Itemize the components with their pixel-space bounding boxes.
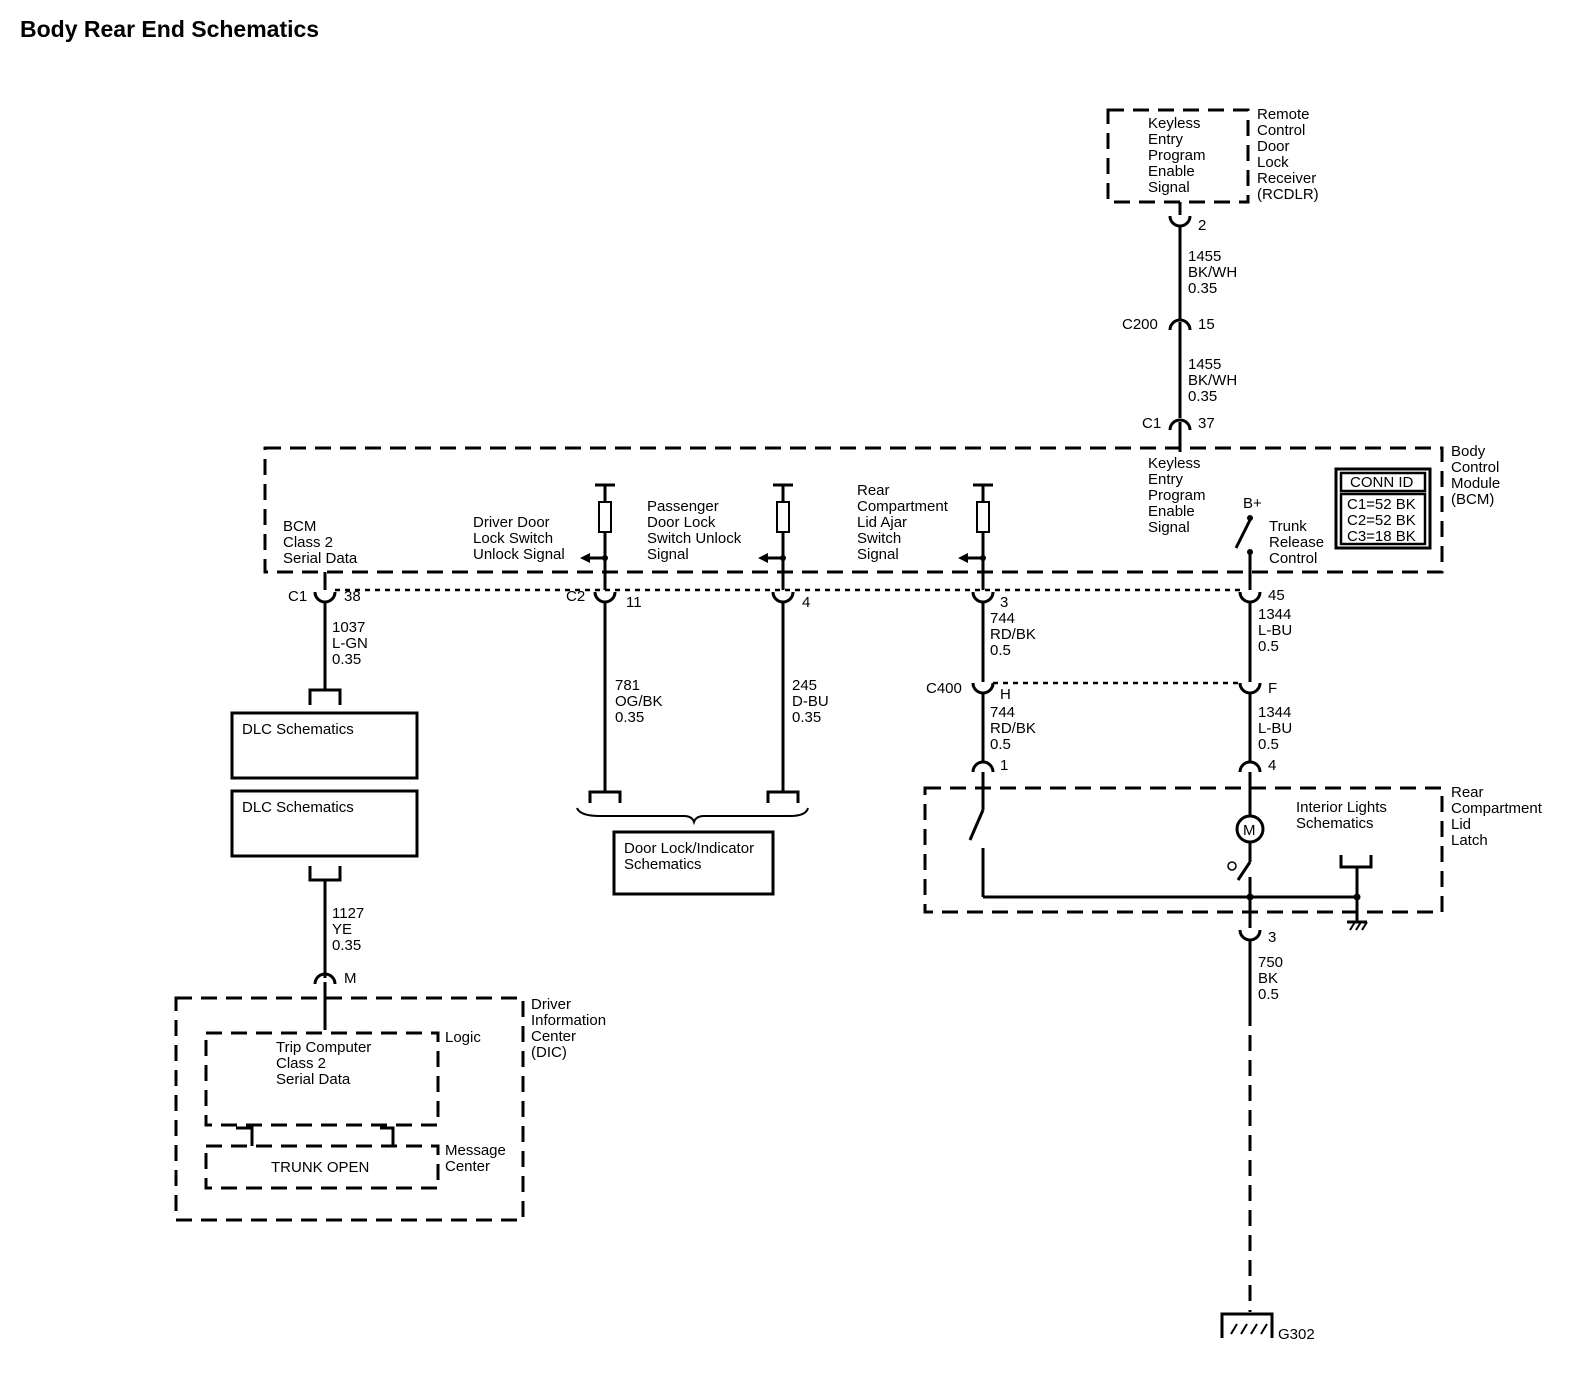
rcdlr-name-label: Remote Control Door Lock Receiver (RCDLR… <box>1257 106 1320 203</box>
wire-245-label: 245 D-BU 0.35 <box>792 677 833 726</box>
c200-pin-label: 15 <box>1198 316 1215 333</box>
bcm-pin-4 <box>771 591 795 604</box>
dlc-schematics-label-2: DLC Schematics <box>242 799 354 816</box>
dlc-schematics-box-1 <box>230 711 419 780</box>
door-lock-connector-right <box>766 790 800 803</box>
door-lock-connector-left <box>588 790 622 803</box>
bcm-pin-37-label: 37 <box>1198 415 1215 432</box>
interior-lights-stub <box>1339 855 1373 931</box>
bcm-pin-3-label: 3 <box>1000 594 1008 611</box>
door-lock-brace <box>576 807 809 826</box>
driver-unlock-label: Driver Door Lock Switch Unlock Signal <box>473 514 565 563</box>
rear-ajar-label: Rear Compartment Lid Ajar Switch Signal <box>857 482 952 563</box>
rcdlr-inner-label: Keyless Entry Program Enable Signal <box>1148 115 1210 196</box>
latch-pin-4 <box>1238 760 1262 773</box>
bcm-pin-11 <box>593 591 617 604</box>
dic-link-right <box>380 1126 395 1146</box>
wire-1455-top-label: 1455 BK/WH 0.35 <box>1188 248 1241 297</box>
release-switch <box>1227 842 1252 897</box>
dlc-connector-top <box>308 688 342 705</box>
rcdlr-pin-2 <box>1168 215 1192 228</box>
latch-pin-1-label: 1 <box>1000 757 1008 774</box>
message-center-label: Message Center <box>445 1142 510 1175</box>
c400-h-label: H <box>1000 686 1011 703</box>
page-title: Body Rear End Schematics <box>20 16 320 42</box>
message-center-box <box>204 1144 440 1190</box>
lid-ajar-switch <box>968 772 985 897</box>
c200-label: C200 <box>1122 316 1158 333</box>
passenger-unlock-label: Passenger Door Lock Switch Unlock Signal <box>647 498 745 563</box>
bcm-pin-38 <box>313 591 337 604</box>
conn-id-rows: C1=52 BK C2=52 BK C3=18 BK <box>1347 496 1420 545</box>
rear-ajar-pullup-resistor <box>958 483 993 590</box>
wire-1127-label: 1127 YE 0.35 <box>332 905 368 954</box>
dlc-connector-bottom <box>308 866 342 882</box>
wire-1344-lower-label: 1344 L-BU 0.5 <box>1258 704 1296 753</box>
wire-1455-bottom-label: 1455 BK/WH 0.35 <box>1188 356 1241 405</box>
latch-pin-3-label: 3 <box>1268 929 1276 946</box>
c400-pin-f <box>1238 682 1262 695</box>
wire-750-label: 750 BK 0.5 <box>1258 954 1287 1003</box>
dic-pin-m <box>313 972 337 985</box>
rear-lid-latch-box <box>923 786 1444 914</box>
bcm-name-label: Body Control Module (BCM) <box>1451 443 1504 508</box>
ground-g302-icon <box>1220 1312 1274 1338</box>
bcm-pin-3 <box>971 591 995 604</box>
bcm-c1-label: C1 <box>288 588 307 605</box>
bcm-keyless-label: Keyless Entry Program Enable Signal <box>1148 455 1210 536</box>
dlc-schematics-box-2 <box>230 789 419 858</box>
bcm-c1-37-connector <box>1168 418 1192 431</box>
conn-id-table <box>1334 467 1432 550</box>
wire-781-label: 781 OG/BK 0.35 <box>615 677 667 726</box>
latch-pin-1 <box>971 760 995 773</box>
rcdlr-box <box>1106 108 1250 204</box>
rcdlr-pin-label: 2 <box>1198 217 1206 234</box>
wire-1037-label: 1037 L-GN 0.35 <box>332 619 372 668</box>
driver-pullup-resistor <box>580 483 615 590</box>
bcm-pin-11-label: 11 <box>626 594 642 611</box>
c200-connector <box>1168 318 1192 331</box>
dic-link-left <box>236 1126 254 1146</box>
dic-box <box>174 996 525 1222</box>
rear-lid-latch-label: Rear Compartment Lid Latch <box>1451 784 1546 849</box>
c400-label: C400 <box>926 680 962 697</box>
wire-1344-upper-label: 1344 L-BU 0.5 <box>1258 606 1296 655</box>
logic-label: Logic <box>445 1029 481 1046</box>
bcm-c1-top-label: C1 <box>1142 415 1161 432</box>
bcm-pin-45-label: 45 <box>1268 587 1285 604</box>
bcm-box <box>263 446 1444 574</box>
trunk-release-switch <box>1234 515 1253 590</box>
trip-computer-label: Trip Computer Class 2 Serial Data <box>276 1039 375 1088</box>
dic-pin-label: M <box>344 970 357 987</box>
wire-744-upper-label: 744 RD/BK 0.5 <box>990 610 1040 659</box>
passenger-pullup-resistor <box>758 483 793 590</box>
conn-id-header: CONN ID <box>1350 474 1414 491</box>
dic-name-label: Driver Information Center (DIC) <box>531 996 610 1061</box>
trunk-open-label: TRUNK OPEN <box>271 1159 369 1176</box>
bcm-pin-45 <box>1238 591 1262 604</box>
bcm-class2-label: BCM Class 2 Serial Data <box>283 518 358 567</box>
bcm-pin-38-label: 38 <box>344 588 361 605</box>
door-lock-schematics-box <box>612 830 775 896</box>
dlc-schematics-label-1: DLC Schematics <box>242 721 354 738</box>
door-lock-schematics-label: Door Lock/Indicator Schematics <box>624 840 758 873</box>
trunk-release-label: Trunk Release Control <box>1269 518 1328 567</box>
dic-logic-box <box>204 1031 440 1127</box>
bplus-label: B+ <box>1243 495 1262 512</box>
bcm-pin-4-label: 4 <box>802 594 810 611</box>
c400-f-label: F <box>1268 680 1277 697</box>
c400-pin-h <box>971 682 995 695</box>
latch-pin-3 <box>1238 929 1262 942</box>
bcm-c2-label: C2 <box>566 588 585 605</box>
latch-pin-4-label: 4 <box>1268 757 1276 774</box>
latch-motor-label: M <box>1243 822 1256 839</box>
ground-label: G302 <box>1278 1326 1315 1343</box>
interior-lights-label: Interior Lights Schematics <box>1296 799 1391 832</box>
wire-744-lower-label: 744 RD/BK 0.5 <box>990 704 1040 753</box>
